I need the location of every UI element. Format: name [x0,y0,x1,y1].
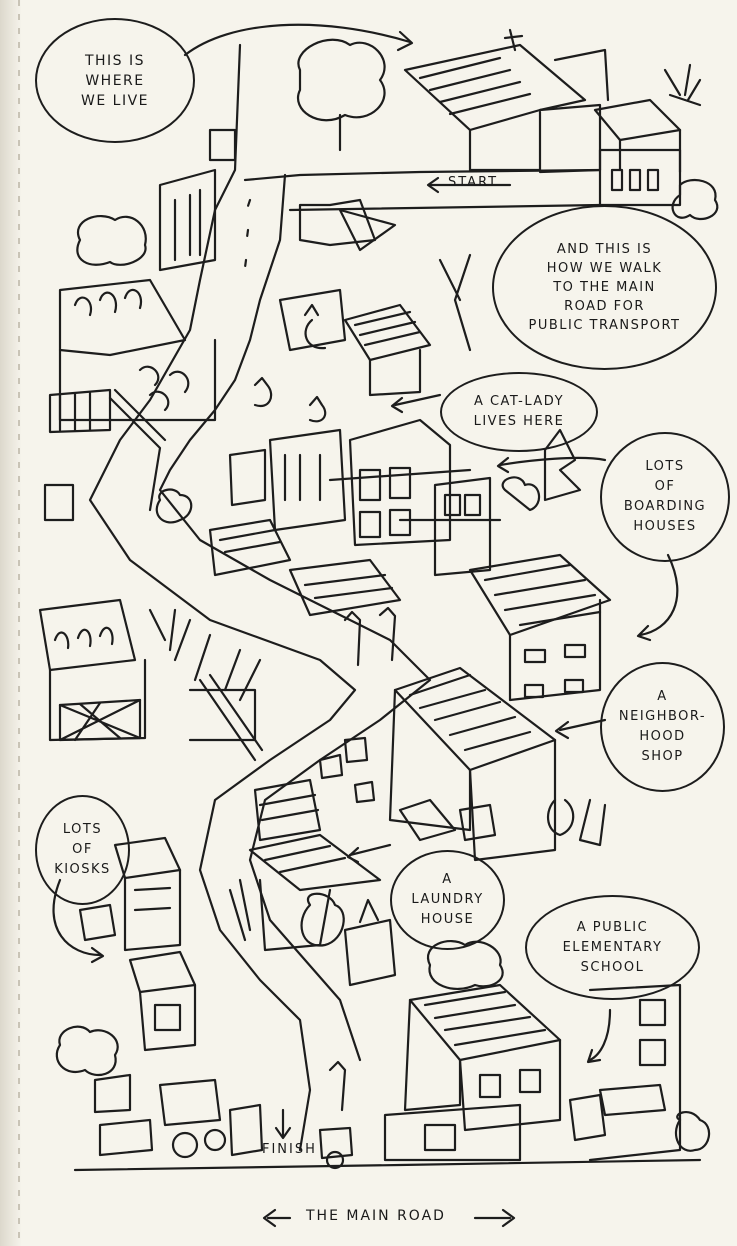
walking-path [88,43,602,1152]
laundry-house [228,778,397,987]
top-trees [297,38,719,221]
home-houses [403,28,682,207]
bubble-boarding-houses: LOTS OF BOARDING HOUSES [600,432,730,562]
label-how-we-walk: AND THIS IS HOW WE WALK TO THE MAIN ROAD… [528,242,681,333]
main-road-line [73,1158,702,1172]
boarding-houses [155,418,612,702]
bubble-cat-lady: A CAT-LADY LIVES HERE [440,372,598,452]
bubble-public-school: A PUBLIC ELEMENTARY SCHOOL [525,895,700,1000]
bubble-neighborhood-shop: A NEIGHBOR- HOOD SHOP [600,662,725,792]
label-where-we-live: THIS IS WHERE WE LIVE [81,52,149,109]
bubble-where-we-live: THIS IS WHERE WE LIVE [35,18,195,143]
label-public-school: A PUBLIC ELEMENTARY SCHOOL [562,919,663,975]
street-vendors [98,1060,354,1170]
label-neighborhood-shop: A NEIGHBOR- HOOD SHOP [618,689,707,764]
bubble-kiosks: LOTS OF KIOSKS [35,795,130,905]
binding-stitch [18,0,20,1246]
cat-lady-house [253,198,472,423]
label-arrows [52,23,679,1228]
page-binding [0,0,22,1246]
bubble-laundry-house: A LAUNDRY HOUSE [390,850,505,950]
left-upper-structures [43,128,237,522]
label-start: START [448,175,499,190]
label-kiosks: LOTS OF KIOSKS [54,822,111,877]
label-finish: FINISH [262,1142,317,1157]
neighborhood-shop [318,666,607,862]
bubble-how-we-walk: AND THIS IS HOW WE WALK TO THE MAIN ROAD… [492,205,717,370]
label-laundry-house: A LAUNDRY HOUSE [411,872,484,927]
label-cat-lady: A CAT-LADY LIVES HERE [473,394,565,429]
label-main-road: THE MAIN ROAD [306,1208,446,1224]
label-boarding-houses: LOTS OF BOARDING HOUSES [623,459,707,534]
left-middle-structures [38,598,264,762]
